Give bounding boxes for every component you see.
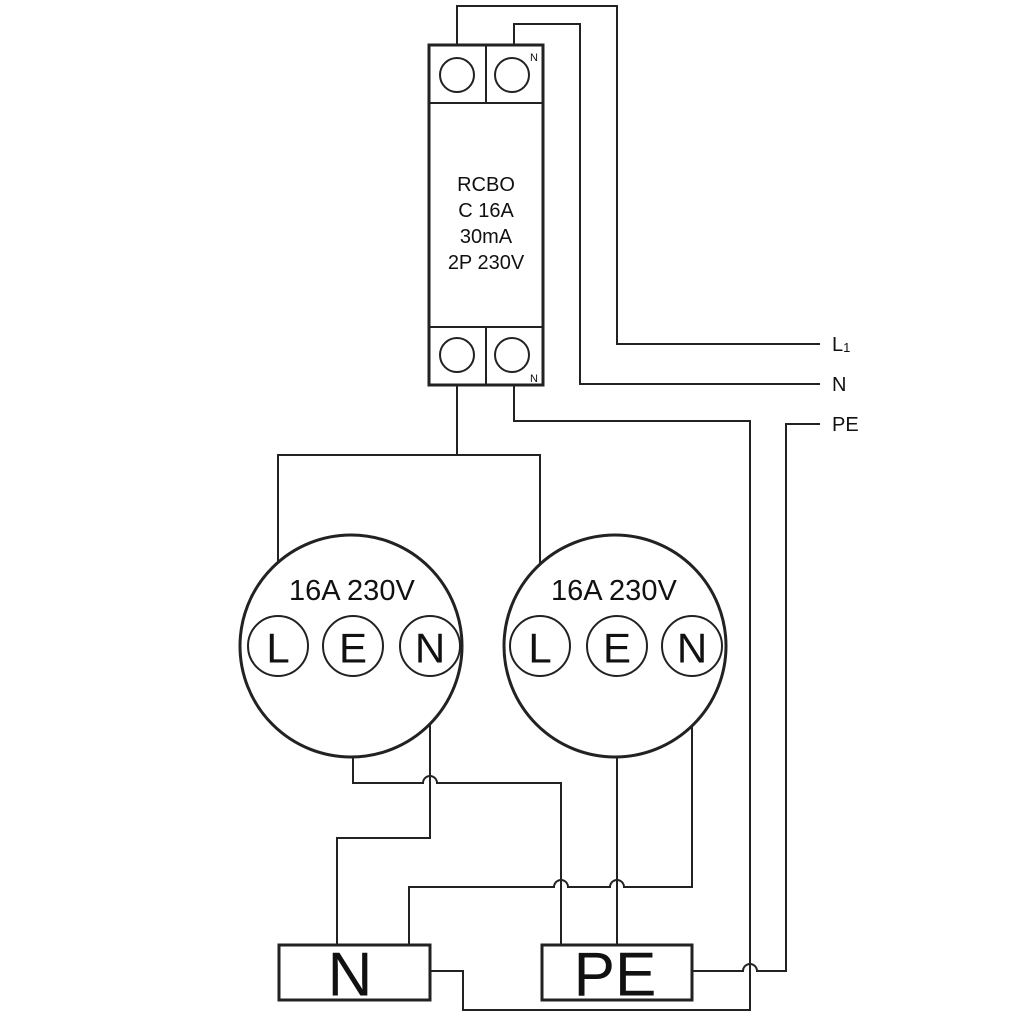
wire-l1-supply bbox=[456, 5, 820, 345]
socket-1: 16A 230V L E N bbox=[238, 533, 464, 759]
neutral-bar: N bbox=[277, 941, 432, 1010]
neutral-bar-body bbox=[277, 943, 432, 1002]
rcbo-bottom-n-mark: N bbox=[530, 373, 538, 385]
supply-label-pe: PE bbox=[832, 414, 859, 436]
earth-bar-label: PE bbox=[574, 941, 657, 1010]
socket-1-pin-l bbox=[247, 615, 309, 677]
socket-2: 16A 230V L E N bbox=[502, 533, 728, 759]
socket-2-pin-n bbox=[661, 615, 723, 677]
rcbo-terminal-l-out bbox=[439, 337, 475, 373]
socket-1-rating: 16A 230V bbox=[289, 575, 415, 607]
wire-rcbo-l-out bbox=[277, 385, 541, 612]
socket-2-pin-e bbox=[586, 615, 648, 677]
socket-2-rating: 16A 230V bbox=[551, 575, 677, 607]
wire-n-supply bbox=[513, 23, 820, 385]
rcbo-terminal-l-in bbox=[439, 57, 475, 93]
rcbo-device: N N RCBO C 16A 30mA 2P 230V bbox=[427, 43, 545, 387]
neutral-bar-label: N bbox=[328, 941, 373, 1010]
socket-2-pin-l bbox=[509, 615, 571, 677]
wire-pe-supply bbox=[692, 423, 820, 972]
socket-2-pin-e-label: E bbox=[603, 625, 631, 672]
rcbo-sensitivity: 30mA bbox=[460, 226, 513, 248]
supply-labels: L1 N PE bbox=[832, 334, 859, 436]
supply-label-l1: L1 bbox=[832, 334, 850, 356]
wire-socket2-neutral bbox=[408, 676, 693, 945]
socket-2-pin-n-label: N bbox=[677, 625, 707, 672]
earth-bar: PE bbox=[540, 941, 694, 1010]
socket-1-pin-l-label: L bbox=[266, 625, 289, 672]
socket-1-pin-e-label: E bbox=[339, 625, 367, 672]
socket-1-pin-e bbox=[322, 615, 384, 677]
rcbo-poles-voltage: 2P 230V bbox=[448, 252, 525, 274]
socket-1-pin-n bbox=[399, 615, 461, 677]
supply-label-n: N bbox=[832, 374, 846, 396]
rcbo-current: C 16A bbox=[458, 200, 514, 222]
wires bbox=[277, 5, 820, 1011]
rcbo-terminal-n-in bbox=[494, 57, 530, 93]
earth-bar-body bbox=[540, 943, 694, 1002]
wire-rcbo-n-out bbox=[430, 385, 751, 1011]
rcbo-type: RCBO bbox=[457, 174, 515, 196]
socket-1-pin-n-label: N bbox=[415, 625, 445, 672]
rcbo-top-n-mark: N bbox=[530, 52, 538, 64]
socket-2-pin-l-label: L bbox=[528, 625, 551, 672]
rcbo-terminal-n-out bbox=[494, 337, 530, 373]
wire-socket1-neutral bbox=[336, 676, 431, 945]
